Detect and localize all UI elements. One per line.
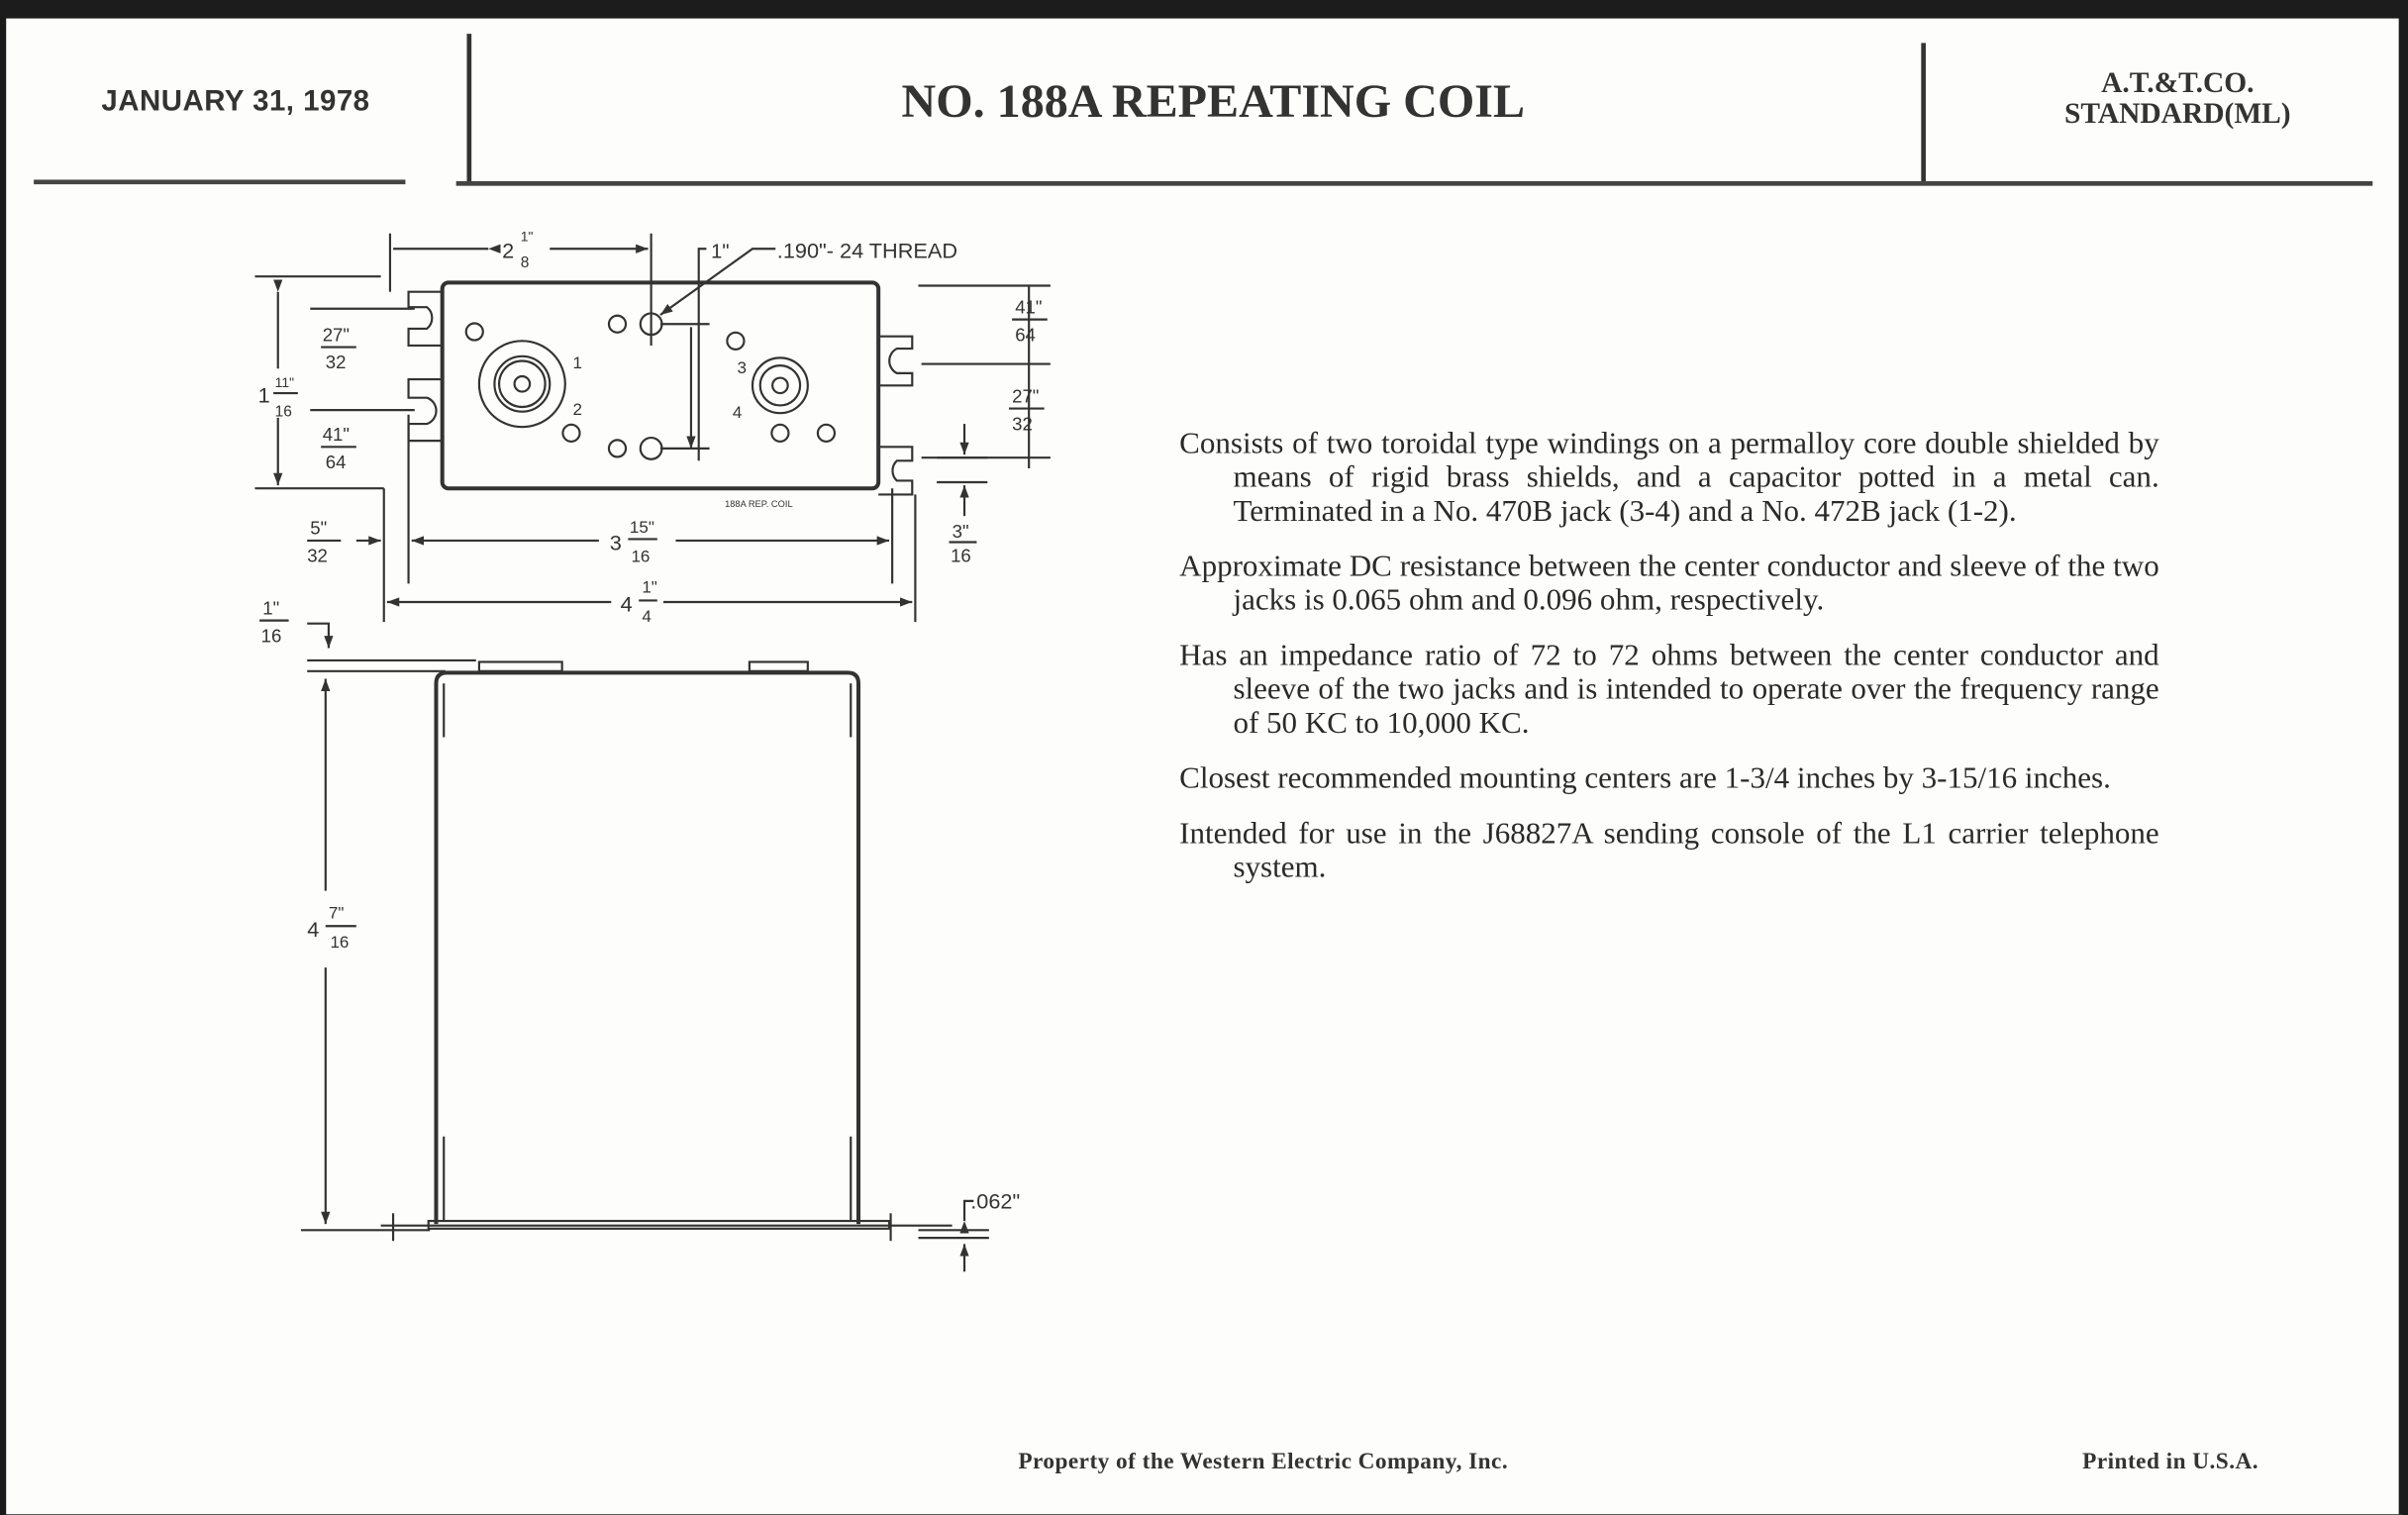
jack-472b-ring (493, 354, 552, 413)
thread-note: .190"- 24 THREAD (777, 239, 957, 263)
svg-text:7": 7" (329, 903, 345, 922)
svg-text:27": 27" (1012, 385, 1039, 406)
header-divider-right (1921, 43, 1926, 182)
description: Consists of two toroidal type windings o… (1179, 427, 2159, 906)
mounting-ear (878, 446, 914, 496)
hole (607, 314, 628, 334)
svg-text:32: 32 (326, 352, 347, 372)
top-view-dimensions: 2 1" 8 1" .190"- 24 THREAD 1 11" 16 27" … (254, 229, 1051, 626)
svg-text:2: 2 (502, 239, 514, 263)
scan-border-right (2398, 0, 2408, 1515)
jack-label-2: 2 (573, 400, 582, 419)
svg-text:16: 16 (631, 548, 650, 566)
one-inch-label: 1" (711, 242, 729, 263)
svg-text:5": 5" (310, 518, 327, 539)
jack-boss (477, 660, 563, 672)
base-plate (440, 280, 881, 491)
printed-notice: Printed in U.S.A. (2082, 1450, 2259, 1474)
svg-text:4: 4 (621, 591, 633, 616)
svg-text:15": 15" (630, 518, 654, 537)
mounting-ear (407, 378, 442, 443)
hole (464, 322, 484, 342)
standard-label: A.T.&T.CO. STANDARD(ML) (1996, 67, 2358, 131)
jack-label-4: 4 (733, 403, 742, 422)
hole (561, 423, 581, 443)
property-notice: Property of the Western Electric Company… (1018, 1450, 1509, 1474)
mounting-ear (407, 290, 442, 348)
header-divider-left (466, 34, 472, 182)
paragraph-resistance: Approximate DC resistance between the ce… (1179, 550, 2159, 618)
svg-text:1: 1 (258, 382, 270, 407)
svg-text:64: 64 (326, 452, 347, 472)
hole (607, 439, 628, 458)
svg-text:41": 41" (323, 424, 350, 445)
jack-472b-outer (477, 340, 566, 429)
jack-472b-center (513, 374, 532, 393)
svg-text:8: 8 (521, 254, 530, 271)
standard-line-1: A.T.&T.CO. (2101, 67, 2255, 100)
svg-text:16: 16 (951, 546, 971, 566)
jack-470b-outer (751, 356, 809, 415)
jack-472b-ring (497, 359, 547, 409)
top-view: 1 2 3 4 188A REP. COIL (407, 280, 914, 509)
jack-470b-ring (758, 364, 802, 407)
paragraph-mounting: Closest recommended mounting centers are… (1179, 761, 2111, 796)
jack-boss (748, 660, 809, 672)
scan-border-top (0, 0, 2408, 19)
svg-text:3: 3 (610, 530, 622, 555)
spec-sheet (6, 18, 2402, 1515)
svg-text:3": 3" (953, 521, 969, 542)
jack-470b-center (771, 376, 789, 395)
hole (816, 423, 837, 443)
part-marking: 188A REP. COIL (725, 499, 793, 509)
offset-label: .062" (970, 1189, 1020, 1214)
side-view: 1" 16 4 7" 16 .062" (259, 597, 1020, 1272)
svg-text:16: 16 (261, 625, 282, 646)
svg-text:16: 16 (275, 403, 292, 420)
svg-text:4: 4 (307, 917, 319, 942)
jack-label-3: 3 (737, 358, 746, 377)
header-rule-left (34, 179, 406, 185)
page-title: NO. 188A REPEATING COIL (901, 73, 1526, 128)
svg-text:32: 32 (1012, 413, 1033, 434)
svg-text:27": 27" (323, 324, 350, 345)
svg-text:16: 16 (330, 933, 349, 952)
threaded-hole (639, 436, 663, 460)
svg-text:32: 32 (307, 546, 328, 566)
header-rule-main (455, 181, 2373, 186)
svg-text:41": 41" (1015, 296, 1042, 317)
jack-label-1: 1 (573, 354, 582, 372)
svg-text:1": 1" (521, 229, 534, 245)
metal-can (434, 670, 861, 1225)
svg-text:1": 1" (262, 597, 279, 618)
svg-text:64: 64 (1015, 324, 1036, 345)
svg-text:1": 1" (642, 578, 657, 597)
mounting-ear (878, 335, 914, 387)
svg-text:4: 4 (642, 607, 651, 626)
hole (726, 331, 746, 351)
hole (770, 423, 790, 443)
standard-line-2: STANDARD(ML) (2063, 98, 2291, 131)
issue-date: JANUARY 31, 1978 (101, 85, 370, 119)
paragraph-usage: Intended for use in the J68827A sending … (1179, 817, 2159, 885)
paragraph-impedance: Has an impedance ratio of 72 to 72 ohms … (1179, 639, 2159, 741)
paragraph-construction: Consists of two toroidal type windings o… (1179, 427, 2159, 529)
svg-text:11": 11" (275, 374, 294, 390)
